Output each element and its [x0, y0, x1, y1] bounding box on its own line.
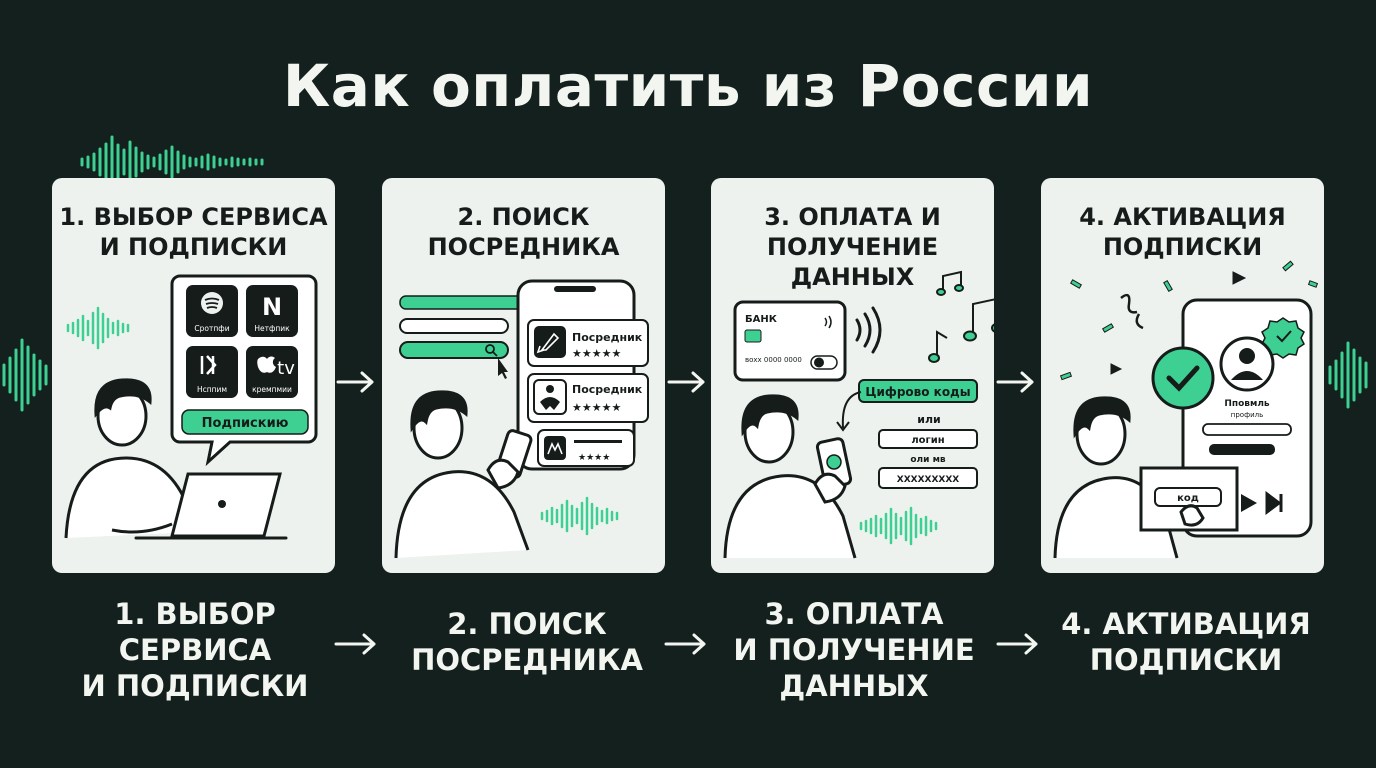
verified-badge-icon [1261, 317, 1305, 359]
or-label: оли мв [910, 455, 946, 465]
step-1-illustration: Сротпфи N Нетфпик Нсппим tv кремпмии Под… [64, 274, 318, 540]
step-2-illustration: Посредник ★★★★★ Посредник ★★★★★ ★★★★ [394, 279, 649, 559]
listing-rating: ★★★★★ [572, 347, 621, 360]
or-label: или [917, 413, 940, 426]
listing-name: Посредник [572, 383, 643, 396]
app-label: Нсппим [197, 385, 227, 394]
step-card-title: 2. ПОИСК ПОСРЕДНИКА [427, 203, 620, 261]
subscribe-button[interactable] [181, 409, 309, 435]
bank-label: БАНК [745, 314, 778, 325]
logo-icon [544, 436, 566, 460]
music-notes-icon [928, 270, 994, 363]
step-caption-4: 4. АКТИВАЦИЯ ПОДПИСКИ [1061, 607, 1311, 677]
person-illustration [394, 390, 530, 559]
apple-tv-label: tv [277, 358, 295, 379]
laptop-icon [134, 472, 288, 540]
profile-bar [1209, 444, 1275, 455]
card-chip [744, 329, 762, 343]
sound-wave-top-left [80, 135, 264, 180]
arrow-right-icon [667, 371, 705, 393]
code-mask: XXXXXXXXX [897, 475, 960, 485]
sound-wave-icon [859, 506, 938, 546]
netflix-glyph: N [262, 293, 282, 321]
code-button-label[interactable]: код [1177, 493, 1199, 504]
step-4-illustration: Пповмль профиль код [1053, 260, 1319, 559]
arrow-right-icon [334, 633, 376, 655]
step-card-title: 4. АКТИВАЦИЯ ПОДПИСКИ [1079, 203, 1286, 261]
digital-codes-label[interactable]: Цифрово коды [865, 385, 970, 399]
arrow-right-icon [664, 633, 706, 655]
page-title: Как оплатить из России [282, 52, 1094, 120]
step-card-title: 1. ВЫБОР СЕРВИСА И ПОДПИСКИ [59, 203, 328, 261]
sound-wave-icon [540, 496, 619, 536]
listing-name: Посредник [572, 331, 643, 344]
arrow-right-icon [336, 371, 374, 393]
arrow-right-icon [996, 371, 1034, 393]
arrow-right-icon [996, 633, 1038, 655]
confetti-icon [1059, 260, 1319, 399]
profile-title: Пповмль [1224, 399, 1270, 409]
app-label: Сротпфи [194, 324, 229, 333]
app-label: Нетфпик [254, 324, 290, 333]
step-caption-1: 1. ВЫБОР СЕРВИСА И ПОДПИСКИ [81, 597, 309, 703]
phone-icon [813, 437, 853, 504]
rocket-icon [534, 326, 566, 358]
step-card-3: 3. ОПЛАТА И ПОЛУЧЕНИЕ ДАННЫХ БАНК вохх 0… [711, 178, 994, 573]
person-illustration [64, 378, 198, 539]
digital-codes-button[interactable] [858, 379, 978, 403]
search-input[interactable] [399, 318, 509, 334]
step-card-4: 4. АКТИВАЦИЯ ПОДПИСКИ Пповмль пр [1041, 178, 1324, 573]
netflix-icon [246, 285, 298, 337]
sound-wave-left-edge [2, 338, 48, 412]
listing-rating: ★★★★★ [572, 401, 621, 414]
step-card-title: 3. ОПЛАТА И ПОЛУЧЕНИЕ ДАННЫХ [764, 203, 941, 291]
sound-wave-icon [66, 306, 130, 350]
card-number: вохх 0000 0000 [745, 356, 802, 364]
avatar-icon [1219, 336, 1275, 392]
profile-field [1202, 423, 1292, 436]
step-caption-3: 3. ОПЛАТА И ПОЛУЧЕНИЕ ДАННЫХ [733, 597, 975, 703]
step-3-illustration: БАНК вохх 0000 0000 Цифрово коды или лог… [723, 270, 994, 559]
app-label: кремпмии [252, 385, 292, 394]
phone-icon [486, 429, 533, 490]
sound-wave-right-edge [1328, 341, 1368, 409]
check-icon [1151, 346, 1215, 410]
step-card-1: 1. ВЫБОР СЕРВИСА И ПОДПИСКИ Сротпфи N Не… [52, 178, 335, 573]
step-card-2: 2. ПОИСК ПОСРЕДНИКА Посредник ★★★★★ Поср… [382, 178, 665, 573]
cursor-icon [498, 358, 508, 379]
search-input[interactable] [399, 341, 509, 359]
laptop-icon: код [1139, 466, 1239, 532]
step-caption-2: 2. ПОИСК ПОСРЕДНИКА [411, 607, 643, 677]
profile-subtitle: профиль [1231, 411, 1263, 419]
login-label: логин [911, 435, 944, 446]
contactless-icon [855, 306, 882, 354]
listing-rating: ★★★★ [578, 453, 610, 463]
search-icon [485, 344, 498, 357]
flow-arrow [841, 391, 862, 429]
subscribe-button-label[interactable]: Подпискию [202, 416, 289, 431]
skip-icon [1265, 491, 1283, 515]
play-icon [1241, 494, 1257, 512]
code-field[interactable] [878, 467, 978, 489]
login-field[interactable] [878, 429, 978, 449]
